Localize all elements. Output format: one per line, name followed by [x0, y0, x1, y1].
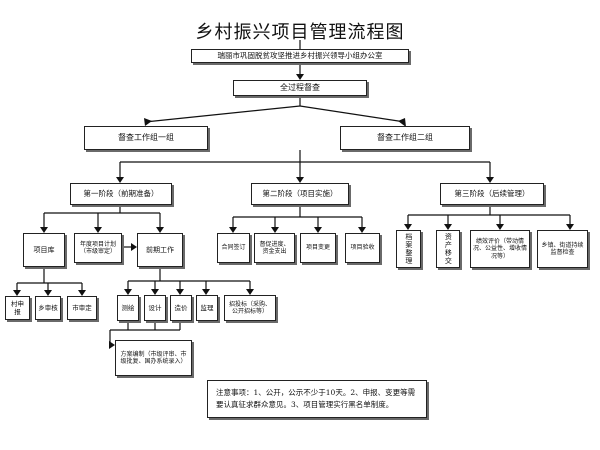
performance-node: 绩效评价（带动情况、公益性、增收情况等）	[470, 230, 530, 268]
change-node: 项目变更	[300, 233, 336, 263]
preparation-node: 前期工作	[137, 233, 183, 267]
design-node: 设计	[144, 295, 166, 321]
arrow-head-icon	[44, 290, 52, 296]
arrow-head-icon	[398, 118, 406, 127]
arrow-head-icon	[486, 177, 494, 183]
arrow-head-icon	[116, 177, 124, 183]
group-two-node: 督查工作组二组	[340, 126, 470, 150]
arrow-head-icon	[246, 289, 254, 295]
connector-line	[299, 105, 406, 123]
progress-node: 督促进度、资金支出	[254, 233, 295, 263]
arrow-head-icon	[156, 227, 164, 233]
oversight-node: 乡镇、街道持续监督检查	[537, 230, 588, 268]
arrow-head-icon	[40, 227, 48, 233]
arrow-head-icon	[358, 227, 366, 233]
diagram-title: 乡村振兴项目管理流程图	[195, 22, 405, 43]
contract-node: 合同签订	[217, 233, 250, 263]
office-node: 瑞丽市巩固脱贫攻坚推进乡村振兴领导小组办公室	[191, 49, 409, 63]
survey-node: 测绘	[117, 295, 139, 321]
arrow-head-icon	[202, 289, 210, 295]
arrow-head-icon	[296, 74, 304, 80]
city-review-node: 市审定	[67, 296, 97, 320]
stage-three-node: 第三阶段（后续管理）	[440, 183, 544, 205]
arrow-head-icon	[314, 227, 322, 233]
village-apply-node: 村申报	[5, 296, 30, 320]
arrow-head-icon	[109, 341, 115, 349]
stage-one-node: 第一阶段（前期准备）	[70, 183, 172, 205]
bidding-node: 招投标（采购、公开招标等）	[224, 295, 276, 321]
arrow-head-icon	[404, 224, 412, 230]
group-one-node: 督查工作组一组	[84, 126, 208, 150]
arrow-head-icon	[176, 289, 184, 295]
plan-compile-node: 方案编制（市级评审、市级批复、国办系统录入）	[115, 340, 192, 376]
supervise-node: 监理	[196, 295, 218, 321]
arrow-head-icon	[144, 118, 152, 126]
project-library-node: 项目库	[23, 233, 65, 267]
arrow-head-icon	[151, 289, 159, 295]
arrow-head-icon	[296, 177, 304, 183]
arrow-head-icon	[78, 290, 86, 296]
arrow-head-icon	[566, 224, 574, 230]
notice-box: 注意事项：1、公开，公示不少于10天。2、申报、变更等需要认真征求群众意见。3、…	[207, 380, 427, 418]
arrow-head-icon	[124, 289, 132, 295]
arrow-head-icon	[496, 224, 504, 230]
archive-node: 档案整理	[396, 230, 421, 268]
arrow-head-icon	[271, 227, 279, 233]
asset-node: 资产移交	[436, 230, 460, 268]
annual-plan-node: 年度项目计划（市级审定）	[74, 233, 122, 263]
arrow-head-icon	[13, 290, 21, 296]
town-review-node: 乡审核	[35, 296, 61, 320]
supervision-node: 全过程督查	[233, 80, 367, 96]
cost-node: 造价	[170, 295, 192, 321]
connector-line	[144, 105, 301, 123]
arrow-head-icon	[94, 227, 102, 233]
arrow-head-icon	[131, 243, 137, 251]
arrow-head-icon	[444, 224, 452, 230]
stage-two-node: 第二阶段（项目实施）	[251, 183, 349, 205]
acceptance-node: 项目验收	[345, 233, 380, 263]
arrow-head-icon	[229, 227, 237, 233]
